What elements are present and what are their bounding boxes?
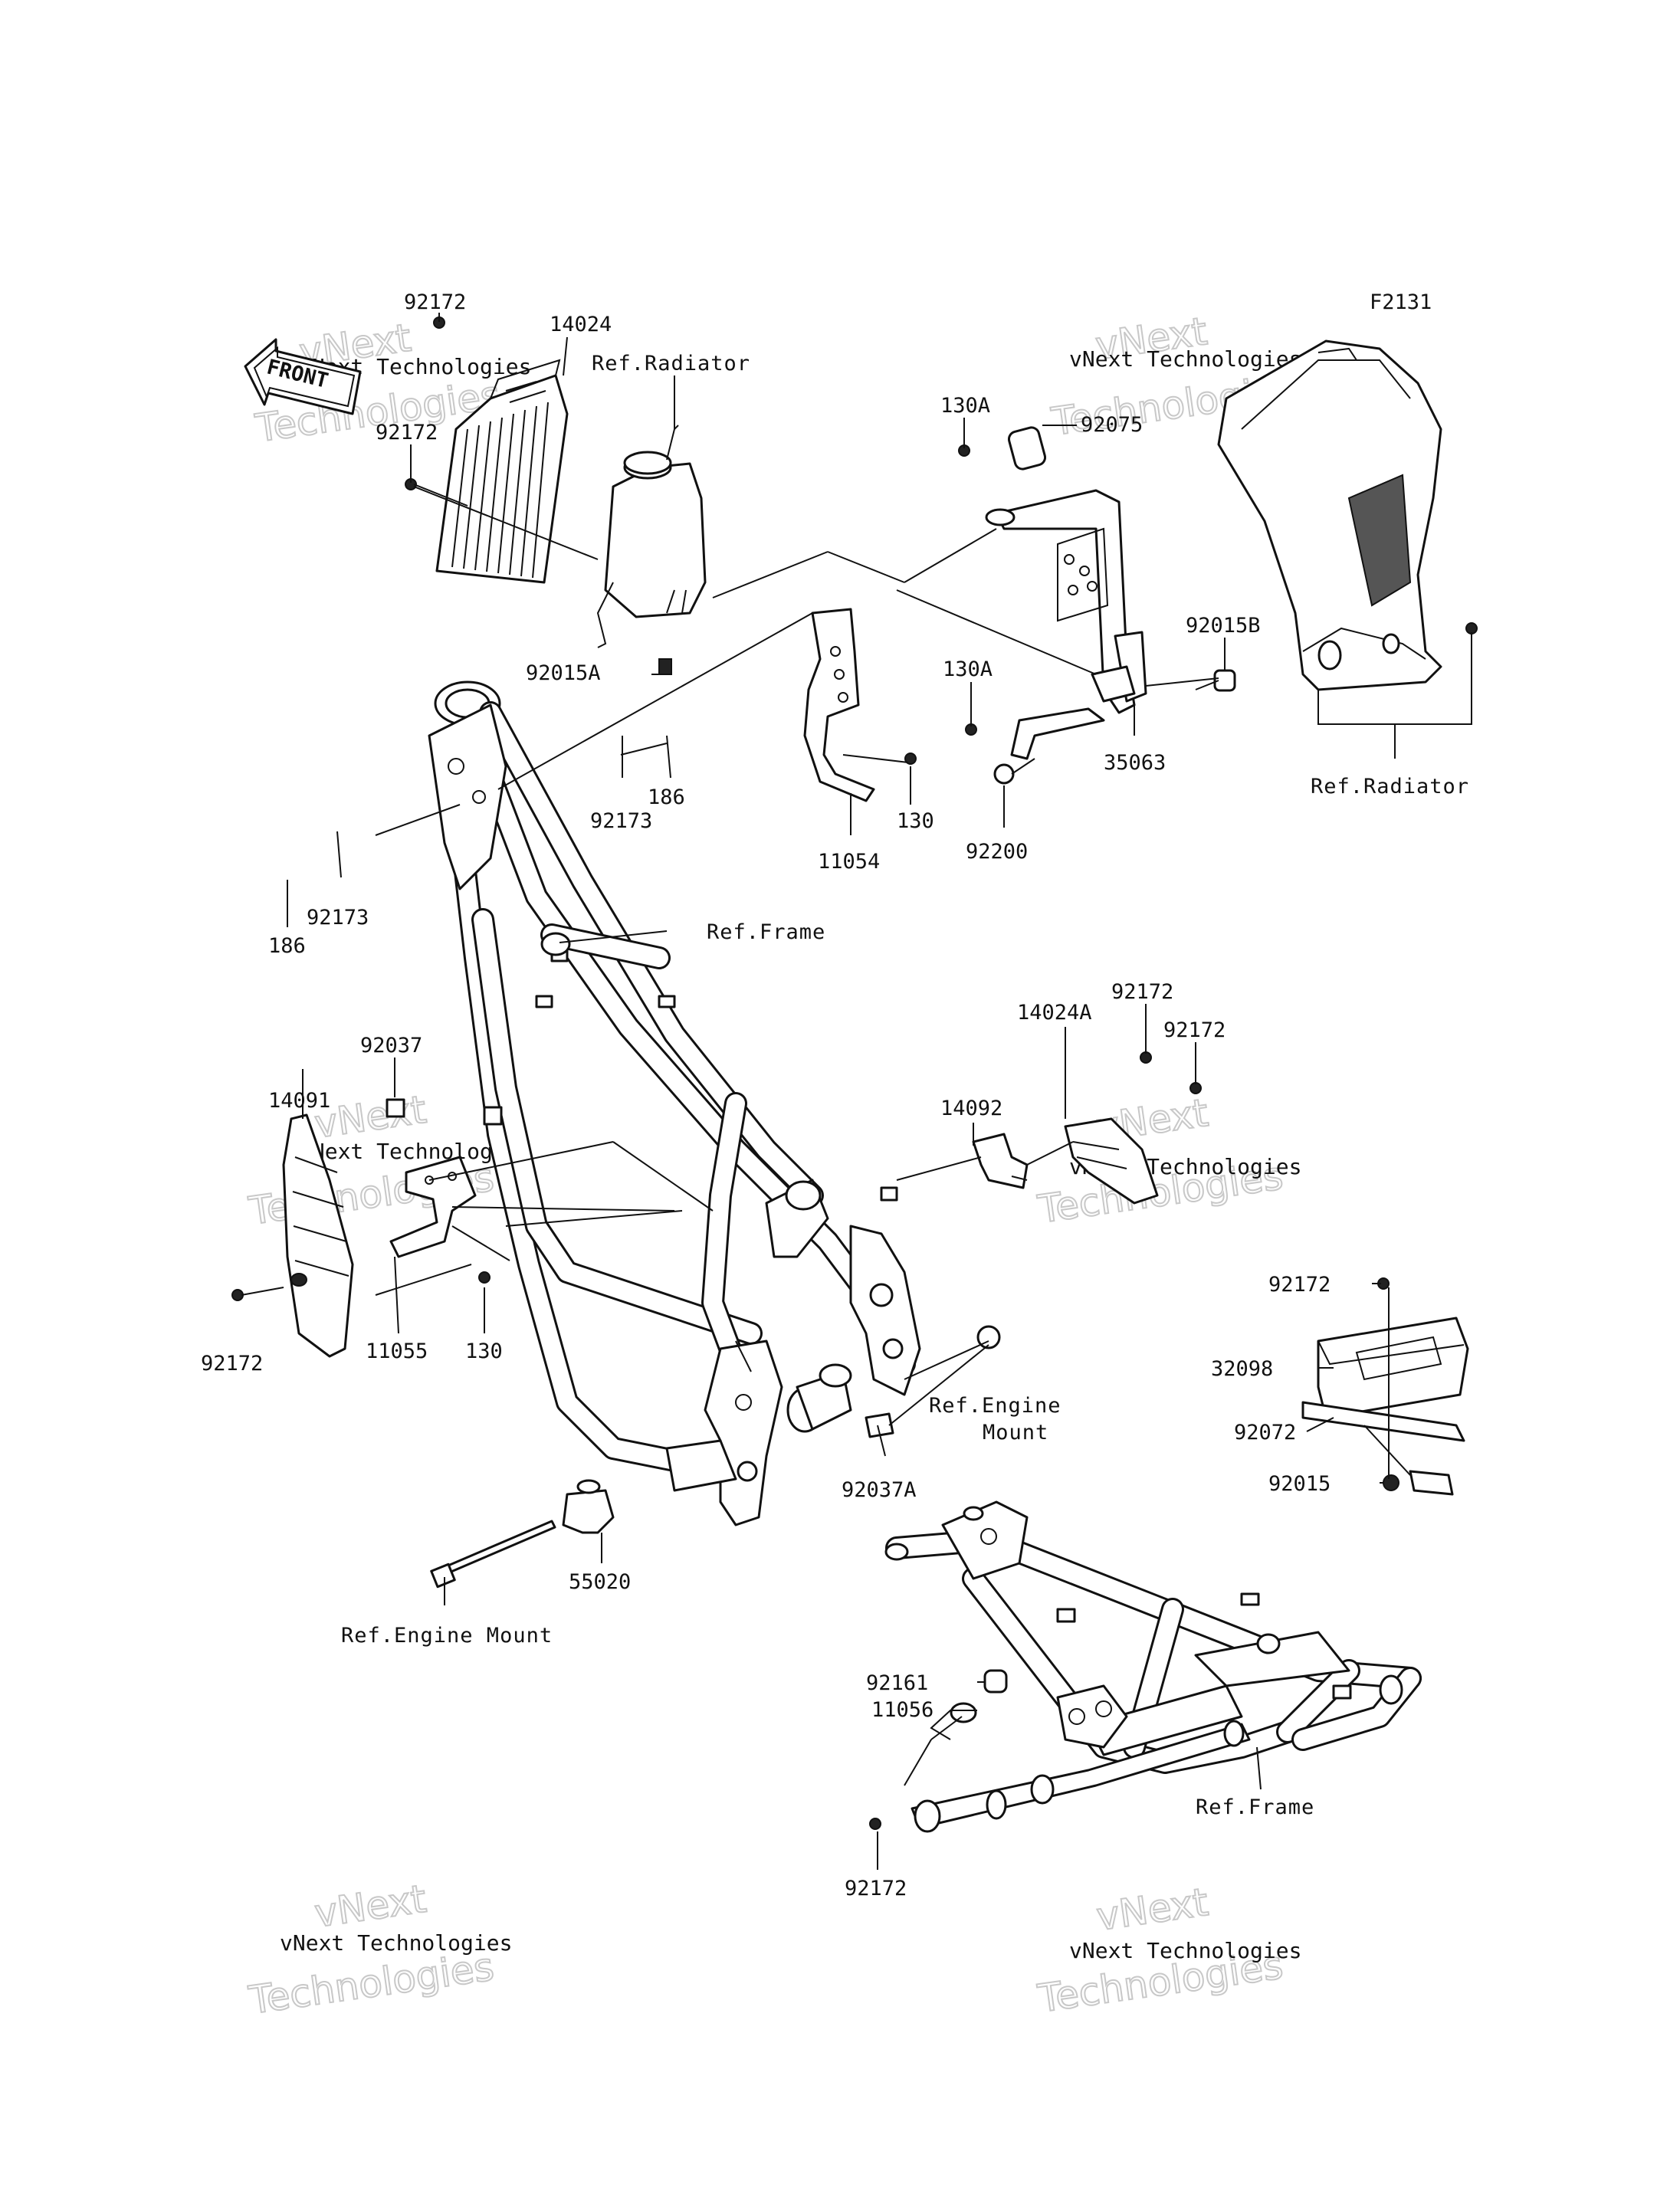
bolt-icon <box>478 1271 491 1284</box>
label-92037A: 92037A <box>842 1478 917 1502</box>
subframe-rail <box>911 1684 1251 1833</box>
label-130: 130 <box>897 809 934 833</box>
label-92015B: 92015B <box>1186 614 1261 638</box>
watermark-text: vNext Technologies <box>1069 346 1301 372</box>
collar-icon <box>983 1669 1008 1694</box>
label-11054: 11054 <box>818 850 880 874</box>
label-ref-radiator: Ref.Radiator <box>1311 775 1469 798</box>
collar-55020 <box>562 1479 615 1534</box>
engine-mount-bolt <box>430 1520 556 1589</box>
grommet-icon <box>658 658 672 675</box>
label-11055: 11055 <box>366 1340 428 1363</box>
watermark-brand: vNext <box>1094 1880 1211 1940</box>
battery-strap-92072 <box>1301 1401 1465 1496</box>
label-14091: 14091 <box>268 1089 330 1113</box>
bracket-35063 <box>985 426 1147 714</box>
diagram-code: F2131 <box>1370 290 1432 314</box>
collar-icon <box>1213 669 1236 692</box>
label-92015: 92015 <box>1268 1472 1331 1496</box>
reservoir-tank <box>596 425 707 675</box>
battery-case-32098 <box>1317 1317 1469 1419</box>
damper-icon <box>950 1702 977 1723</box>
label-92072: 92072 <box>1234 1421 1296 1444</box>
bracket-92037A <box>865 1412 894 1438</box>
bolt-icon <box>231 1289 244 1301</box>
label-14024A: 14024A <box>1017 1001 1092 1025</box>
assembly-lines <box>375 486 1219 1786</box>
watermark-brand: vNext <box>312 1877 429 1936</box>
bracket-11054 <box>803 608 875 802</box>
bracket-14092 <box>972 1133 1029 1189</box>
bracket-arm <box>1010 707 1105 760</box>
label-92172: 92172 <box>1268 1273 1331 1297</box>
bolt-icon <box>904 753 917 765</box>
leader-lines <box>241 313 1472 1870</box>
label-130: 130 <box>465 1340 503 1363</box>
watermark-company: Technologies <box>246 1944 497 2022</box>
nut-icon <box>976 1325 1001 1349</box>
bolt-icon <box>1465 622 1478 635</box>
label-14024: 14024 <box>550 313 612 336</box>
label-ref-frame: Ref.Frame <box>1196 1795 1314 1819</box>
frame-cover-14024A <box>1064 1117 1159 1205</box>
label-92037: 92037 <box>360 1034 422 1058</box>
frame-cover-14091 <box>282 1113 354 1358</box>
label-ref-engine-mount: Mount <box>983 1421 1048 1444</box>
label-92161: 92161 <box>866 1671 928 1695</box>
label-186: 186 <box>268 934 306 958</box>
label-ref-frame: Ref.Frame <box>707 920 825 944</box>
label-130A: 130A <box>943 657 993 681</box>
label-92173: 92173 <box>590 809 652 833</box>
washer-icon <box>993 763 1015 785</box>
label-92075: 92075 <box>1081 413 1143 437</box>
bolt-icon <box>1189 1082 1202 1094</box>
part-labels: 92172 14024 92172 Ref.Radiator 130A 9207… <box>201 290 1469 1900</box>
label-92172: 92172 <box>1163 1018 1226 1042</box>
watermark-text: vNext Technologies <box>1069 1938 1301 1963</box>
radiator-guard-14024 <box>435 359 569 584</box>
label-55020: 55020 <box>569 1570 631 1594</box>
label-92173: 92173 <box>307 906 369 930</box>
label-92015A: 92015A <box>526 661 601 685</box>
front-arrow-icon: FRONT <box>244 338 362 415</box>
label-11056: 11056 <box>871 1698 934 1722</box>
label-92172: 92172 <box>404 290 466 314</box>
clip-icon <box>386 1098 405 1118</box>
label-32098: 32098 <box>1211 1357 1273 1381</box>
label-ref-radiator: Ref.Radiator <box>592 352 750 375</box>
label-186: 186 <box>648 785 685 809</box>
label-ref-engine-mount: Ref.Engine <box>929 1394 1061 1418</box>
label-92172: 92172 <box>845 1877 907 1900</box>
main-frame <box>428 680 921 1526</box>
radiator-shroud-right <box>1217 339 1442 691</box>
label-ref-engine-mount: Ref.Engine Mount <box>341 1624 553 1648</box>
label-35063: 35063 <box>1104 751 1166 775</box>
label-130A: 130A <box>940 394 990 418</box>
bolt-icon <box>869 1818 881 1830</box>
label-92200: 92200 <box>966 840 1028 864</box>
subframe <box>884 1500 1422 1774</box>
watermark-text: vNext Technologies <box>280 1930 512 1956</box>
label-92172: 92172 <box>1111 980 1173 1004</box>
bolt-icon <box>1140 1051 1152 1064</box>
label-14092: 14092 <box>940 1097 1002 1120</box>
label-92172: 92172 <box>201 1352 263 1376</box>
label-92172: 92172 <box>376 421 438 444</box>
nut-icon <box>1383 1474 1399 1491</box>
